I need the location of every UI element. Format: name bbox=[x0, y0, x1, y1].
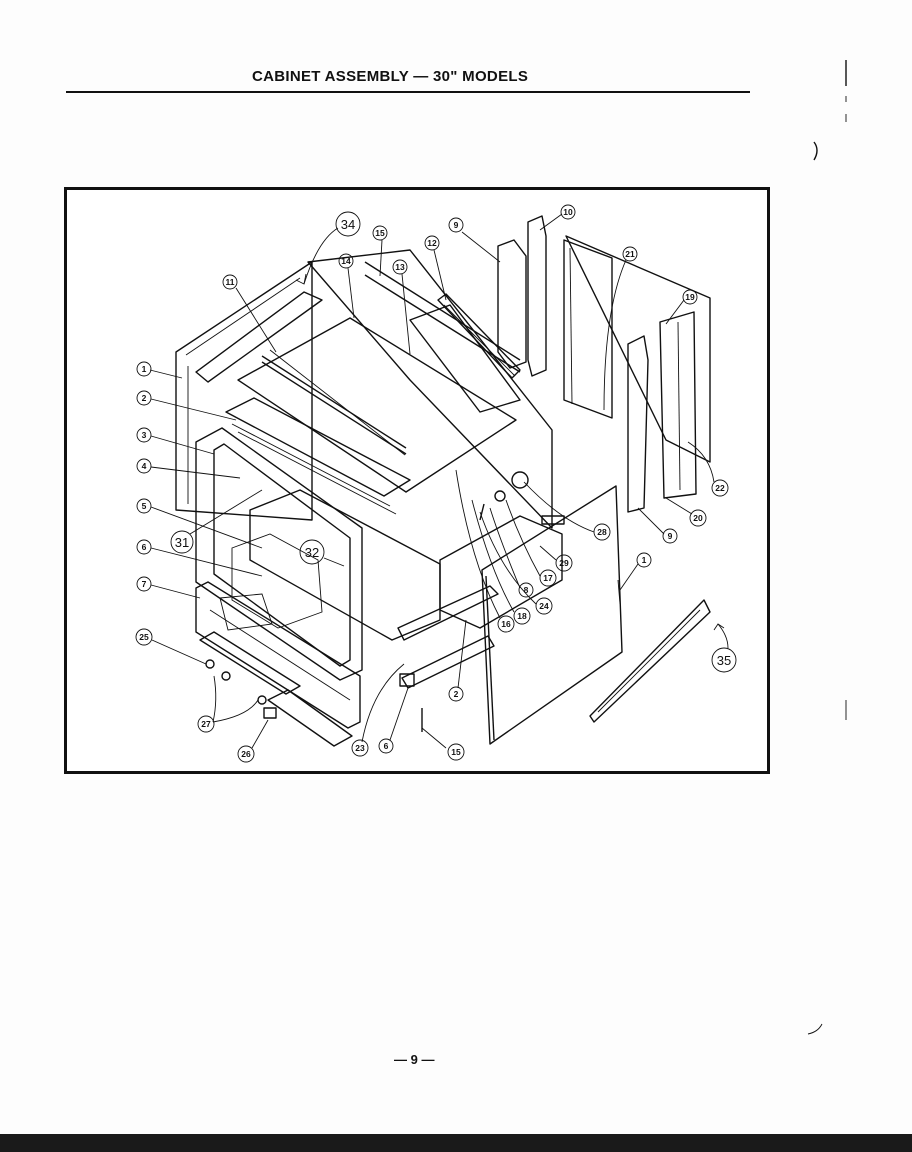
callout-2b: 2 bbox=[448, 619, 467, 702]
door-trim-strip bbox=[589, 599, 711, 723]
callout-label: 35 bbox=[717, 653, 731, 668]
callout-label: 3 bbox=[142, 430, 147, 440]
callout-23: 23 bbox=[351, 663, 405, 757]
callout-8: 8 bbox=[489, 507, 534, 598]
callout-label: 26 bbox=[241, 749, 251, 759]
hinge-bracket-assembly bbox=[439, 471, 565, 629]
callout-label: 1 bbox=[642, 555, 647, 565]
scan-bottom-edge bbox=[0, 1134, 912, 1152]
callout-label: 24 bbox=[539, 601, 549, 611]
callout-5: 5 bbox=[136, 498, 263, 549]
callout-15: 15 bbox=[372, 225, 388, 277]
callout-label: 28 bbox=[597, 527, 607, 537]
right-side-panel bbox=[481, 485, 623, 745]
callout-label: 8 bbox=[524, 585, 529, 595]
callout-label: 5 bbox=[142, 501, 147, 511]
callout-label: 9 bbox=[454, 220, 459, 230]
callout-label: 25 bbox=[139, 632, 149, 642]
callout-28: 28 bbox=[523, 481, 611, 541]
callout-17: 17 bbox=[505, 499, 557, 587]
callout-label: 18 bbox=[517, 611, 527, 621]
callout-label: 32 bbox=[305, 545, 319, 560]
callout-label: 20 bbox=[693, 513, 703, 523]
callout-label: 15 bbox=[375, 228, 385, 238]
callout-label: 4 bbox=[142, 461, 147, 471]
callout-26: 26 bbox=[237, 719, 269, 763]
callout-label: 7 bbox=[142, 579, 147, 589]
callout-label: 22 bbox=[715, 483, 725, 493]
callout-32: 32 bbox=[299, 539, 345, 567]
page-number: — 9 — bbox=[394, 1052, 435, 1067]
callout-11: 11 bbox=[222, 274, 277, 353]
top-panel bbox=[237, 317, 517, 493]
bottom-side-rail bbox=[397, 585, 499, 689]
callout-label: 34 bbox=[341, 217, 355, 232]
callout-1a: 1 bbox=[136, 361, 183, 379]
callout-label: 21 bbox=[625, 249, 635, 259]
callout-21: 21 bbox=[603, 246, 638, 411]
kick-panel bbox=[195, 581, 361, 729]
callout-20: 20 bbox=[665, 497, 707, 527]
callout-10: 10 bbox=[539, 204, 576, 231]
title-rule bbox=[66, 91, 750, 93]
callout-label: 2 bbox=[454, 689, 459, 699]
callout-3: 3 bbox=[136, 427, 215, 455]
callout-7: 7 bbox=[136, 576, 201, 599]
callout-label: 15 bbox=[451, 747, 461, 757]
callout-6a: 6 bbox=[136, 539, 263, 577]
callout-label: 9 bbox=[668, 531, 673, 541]
callout-label: 2 bbox=[142, 393, 147, 403]
rear-uprights bbox=[497, 215, 711, 513]
callout-label: 12 bbox=[427, 238, 437, 248]
callout-25: 25 bbox=[135, 628, 207, 665]
callout-label: 14 bbox=[341, 256, 351, 266]
oven-front-frame bbox=[195, 397, 411, 681]
callout-12: 12 bbox=[424, 235, 447, 301]
callout-6b: 6 bbox=[378, 687, 409, 754]
callout-27: 27 bbox=[197, 675, 259, 733]
callout-label: 19 bbox=[685, 292, 695, 302]
rear-top-rail bbox=[437, 293, 521, 379]
callout-29: 29 bbox=[539, 545, 573, 572]
callout-15b: 15 bbox=[421, 708, 465, 761]
callout-label: 10 bbox=[563, 207, 573, 217]
oven-cavity bbox=[231, 489, 441, 641]
callout-label: 1 bbox=[142, 364, 147, 374]
callout-label: 17 bbox=[543, 573, 553, 583]
callout-label: 6 bbox=[384, 741, 389, 751]
callout-label: 29 bbox=[559, 558, 569, 568]
callout-label: 16 bbox=[501, 619, 511, 629]
callout-label: 23 bbox=[355, 743, 365, 753]
callout-24: 24 bbox=[479, 511, 553, 615]
callout-4: 4 bbox=[136, 458, 241, 479]
callout-label: 27 bbox=[201, 719, 211, 729]
callout-22: 22 bbox=[687, 441, 729, 497]
diagram-frame bbox=[64, 187, 770, 774]
callout-9b: 9 bbox=[637, 507, 678, 544]
callout-14: 14 bbox=[338, 253, 355, 319]
callout-label: 6 bbox=[142, 542, 147, 552]
callout-35: 35 bbox=[711, 623, 737, 673]
callout-label: 13 bbox=[395, 262, 405, 272]
callout-19: 19 bbox=[665, 289, 698, 325]
callout-label: 31 bbox=[175, 535, 189, 550]
callout-1b: 1 bbox=[619, 552, 652, 591]
callout-9a: 9 bbox=[448, 217, 501, 263]
callout-18: 18 bbox=[471, 499, 531, 625]
callout-16: 16 bbox=[455, 469, 515, 633]
callout-34: 34 bbox=[295, 211, 361, 285]
callout-13: 13 bbox=[392, 259, 411, 355]
callout-label: 11 bbox=[226, 277, 235, 287]
callout-2a: 2 bbox=[136, 390, 237, 421]
rear-panel bbox=[307, 249, 553, 529]
left-side-panel bbox=[175, 261, 323, 521]
callout-31: 31 bbox=[170, 489, 263, 554]
scan-artifacts bbox=[807, 60, 847, 1035]
page-title: CABINET ASSEMBLY — 30" MODELS bbox=[252, 68, 529, 85]
